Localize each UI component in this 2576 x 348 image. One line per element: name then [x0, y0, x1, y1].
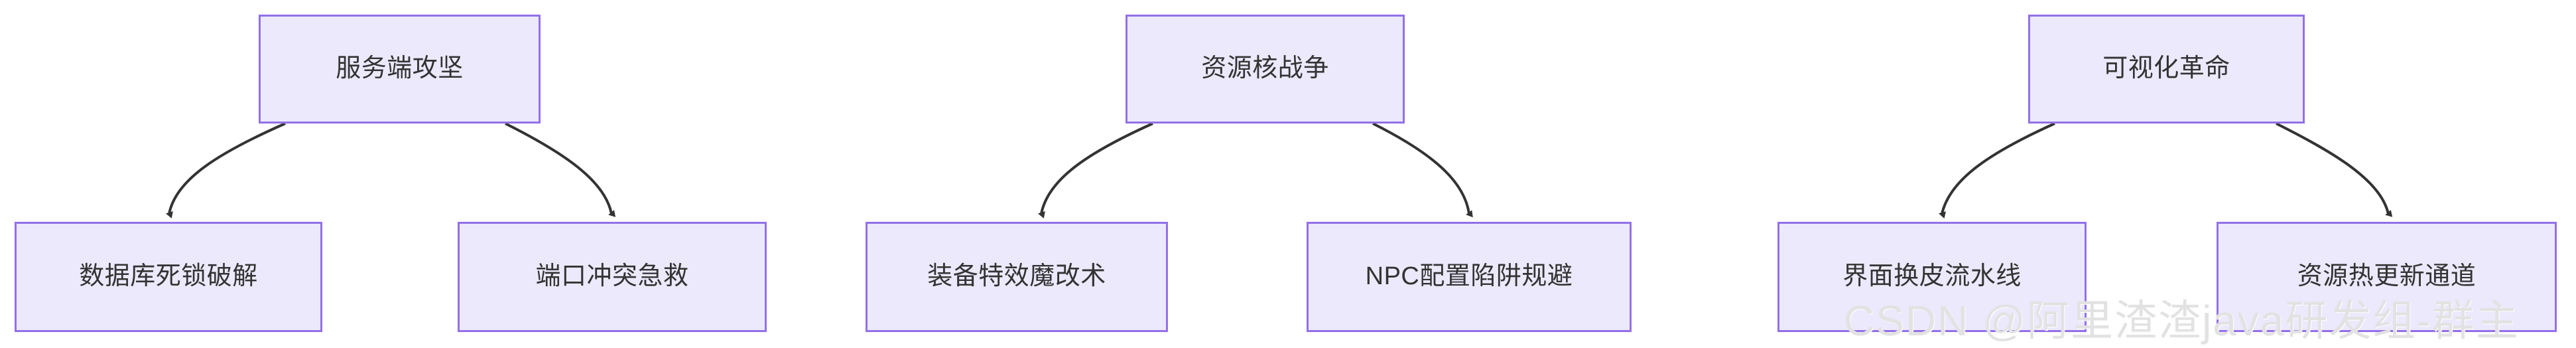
node-label: 资源核战争	[1201, 54, 1329, 83]
edge-n4-n5	[1037, 122, 1153, 218]
node-n7[interactable]: 可视化革命	[2028, 15, 2305, 124]
node-label: 数据库死锁破解	[79, 262, 258, 291]
node-label: 界面换皮流水线	[1842, 262, 2022, 291]
node-n5[interactable]: 装备特效魔改术	[866, 222, 1168, 332]
node-label: 端口冲突急救	[535, 262, 689, 291]
node-label: 装备特效魔改术	[927, 262, 1106, 291]
edge-n7-n9	[2276, 122, 2393, 217]
node-label: 资源热更新通道	[2297, 262, 2477, 291]
node-n2[interactable]: 数据库死锁破解	[15, 222, 322, 332]
edge-n7-n8	[1939, 122, 2055, 218]
node-n9[interactable]: 资源热更新通道	[2217, 222, 2557, 332]
node-label: 可视化革命	[2102, 54, 2230, 83]
node-label: 服务端攻坚	[336, 54, 464, 83]
node-n3[interactable]: 端口冲突急救	[458, 222, 767, 332]
edge-n1-n3	[505, 122, 616, 217]
node-n4[interactable]: 资源核战争	[1126, 15, 1405, 124]
node-n8[interactable]: 界面换皮流水线	[1777, 222, 2087, 332]
node-n1[interactable]: 服务端攻坚	[259, 15, 541, 124]
node-n6[interactable]: NPC配置陷阱规避	[1307, 222, 1632, 332]
edge-n1-n2	[165, 122, 286, 218]
node-label: NPC配置陷阱规避	[1365, 262, 1573, 291]
edge-n4-n6	[1372, 122, 1473, 218]
